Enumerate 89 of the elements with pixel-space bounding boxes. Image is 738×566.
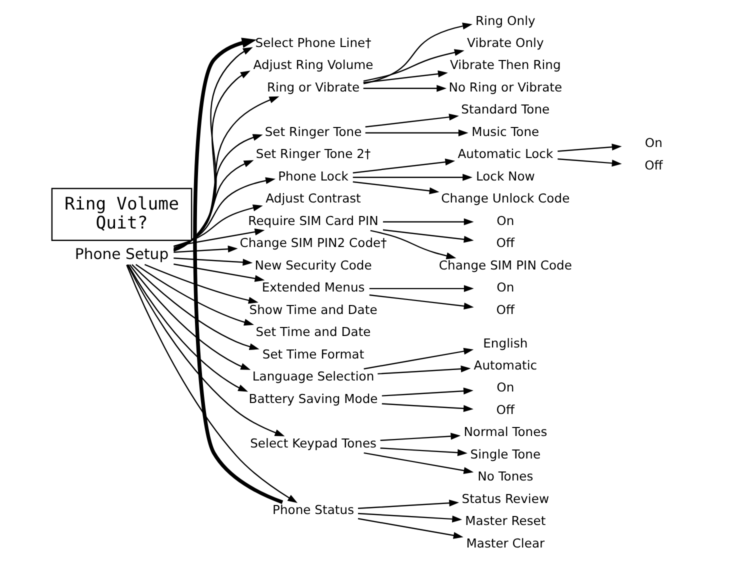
node-text: Lock Now — [475, 169, 534, 184]
arrow — [381, 403, 473, 412]
arrow — [377, 365, 470, 374]
arrow — [362, 22, 472, 84]
node-text: Change SIM PIN Code — [438, 258, 572, 272]
arrow — [364, 114, 458, 128]
arrow — [135, 264, 254, 326]
arrow — [362, 49, 464, 82]
node-text: Phone Lock — [278, 169, 348, 184]
arrow — [173, 177, 276, 249]
node-box: Ring Volume Quit? — [50, 188, 192, 241]
node-text: On — [496, 380, 514, 395]
arrow — [557, 158, 622, 167]
arrow — [173, 246, 238, 253]
node-text: Battery Saving Mode — [248, 392, 378, 406]
arrow — [358, 500, 459, 510]
node-text: Single Tone — [470, 447, 540, 462]
node-text: Vibrate Then Ring — [450, 58, 560, 72]
node-text: Off — [496, 302, 514, 317]
arrow — [368, 294, 474, 310]
arrow — [131, 264, 259, 350]
arrow — [144, 264, 258, 304]
arrow — [173, 264, 264, 282]
arrow — [173, 258, 252, 266]
node-text: Off — [644, 158, 662, 172]
node-text: Set Time Format — [262, 347, 364, 362]
arrow — [362, 84, 446, 92]
node-text: English — [482, 336, 528, 350]
node-text: New Security Code — [254, 258, 372, 272]
arrow — [126, 264, 298, 503]
node-text: Show Time and Date — [248, 302, 377, 317]
arrow — [363, 452, 474, 474]
arrow — [173, 134, 262, 250]
node-text: Extended Menus — [261, 280, 364, 295]
arrow — [380, 447, 467, 456]
node-text: Ring Only — [474, 14, 535, 28]
node-text: Off — [496, 236, 514, 250]
arrow — [370, 230, 456, 260]
arrow — [352, 181, 439, 194]
node-text: Master Reset — [464, 514, 546, 528]
node-text: Set Time and Date — [255, 325, 370, 340]
arrow — [192, 38, 283, 504]
node-text: Phone Status — [272, 503, 354, 518]
node-text: Vibrate Only — [466, 36, 544, 50]
node-text: On — [644, 136, 662, 150]
node-text: Select Keypad Tones — [250, 436, 376, 450]
arrow — [352, 174, 472, 181]
node-text: Change Unlock Code — [440, 192, 570, 206]
arrow — [357, 518, 463, 539]
node-text: No Ring or Vibrate — [448, 80, 562, 94]
node-text: Change SIM PIN2 Code† — [239, 236, 386, 250]
arrow — [352, 158, 455, 174]
node-text: Master Clear — [466, 536, 544, 550]
node-text: Set Ringer Tone 2† — [255, 147, 370, 162]
arrow — [173, 96, 279, 251]
arrow — [173, 228, 264, 247]
arrow — [364, 129, 468, 136]
node-text: Automatic Lock — [457, 147, 553, 162]
arrow — [128, 264, 250, 370]
node-text: Phone Setup — [74, 246, 168, 264]
arrow — [381, 388, 473, 396]
arrow — [362, 70, 448, 84]
node-text: Adjust Contrast — [265, 192, 360, 206]
arrow — [363, 348, 474, 370]
node-text: Standard Tone — [460, 102, 550, 117]
arrow — [358, 512, 462, 522]
node-text: Music Tone — [471, 124, 539, 139]
node-text: Language Selection — [252, 370, 374, 384]
node-text: Off — [496, 402, 514, 417]
node-text: No Tones — [477, 470, 533, 484]
node-text: Normal Tones — [463, 425, 547, 440]
node-text: Automatic — [473, 358, 537, 372]
node-text: Ring or Vibrate — [266, 80, 360, 94]
arrow — [126, 264, 284, 436]
arrow — [368, 285, 474, 292]
node-text: Status Review — [461, 492, 549, 506]
arrow — [172, 160, 254, 250]
node-text: Select Phone Line† — [254, 36, 371, 50]
arrow — [382, 218, 474, 226]
arrow — [382, 229, 474, 243]
arrow — [127, 264, 248, 392]
arrow — [380, 432, 460, 442]
node-text: Require SIM Card PIN — [248, 214, 378, 228]
node-text: On — [496, 214, 514, 228]
node-text: Set Ringer Tone — [264, 124, 362, 139]
node-text: Adjust Ring Volume — [252, 58, 373, 72]
node-text: On — [496, 280, 514, 295]
arrow — [557, 144, 622, 152]
arrow — [173, 204, 262, 247]
